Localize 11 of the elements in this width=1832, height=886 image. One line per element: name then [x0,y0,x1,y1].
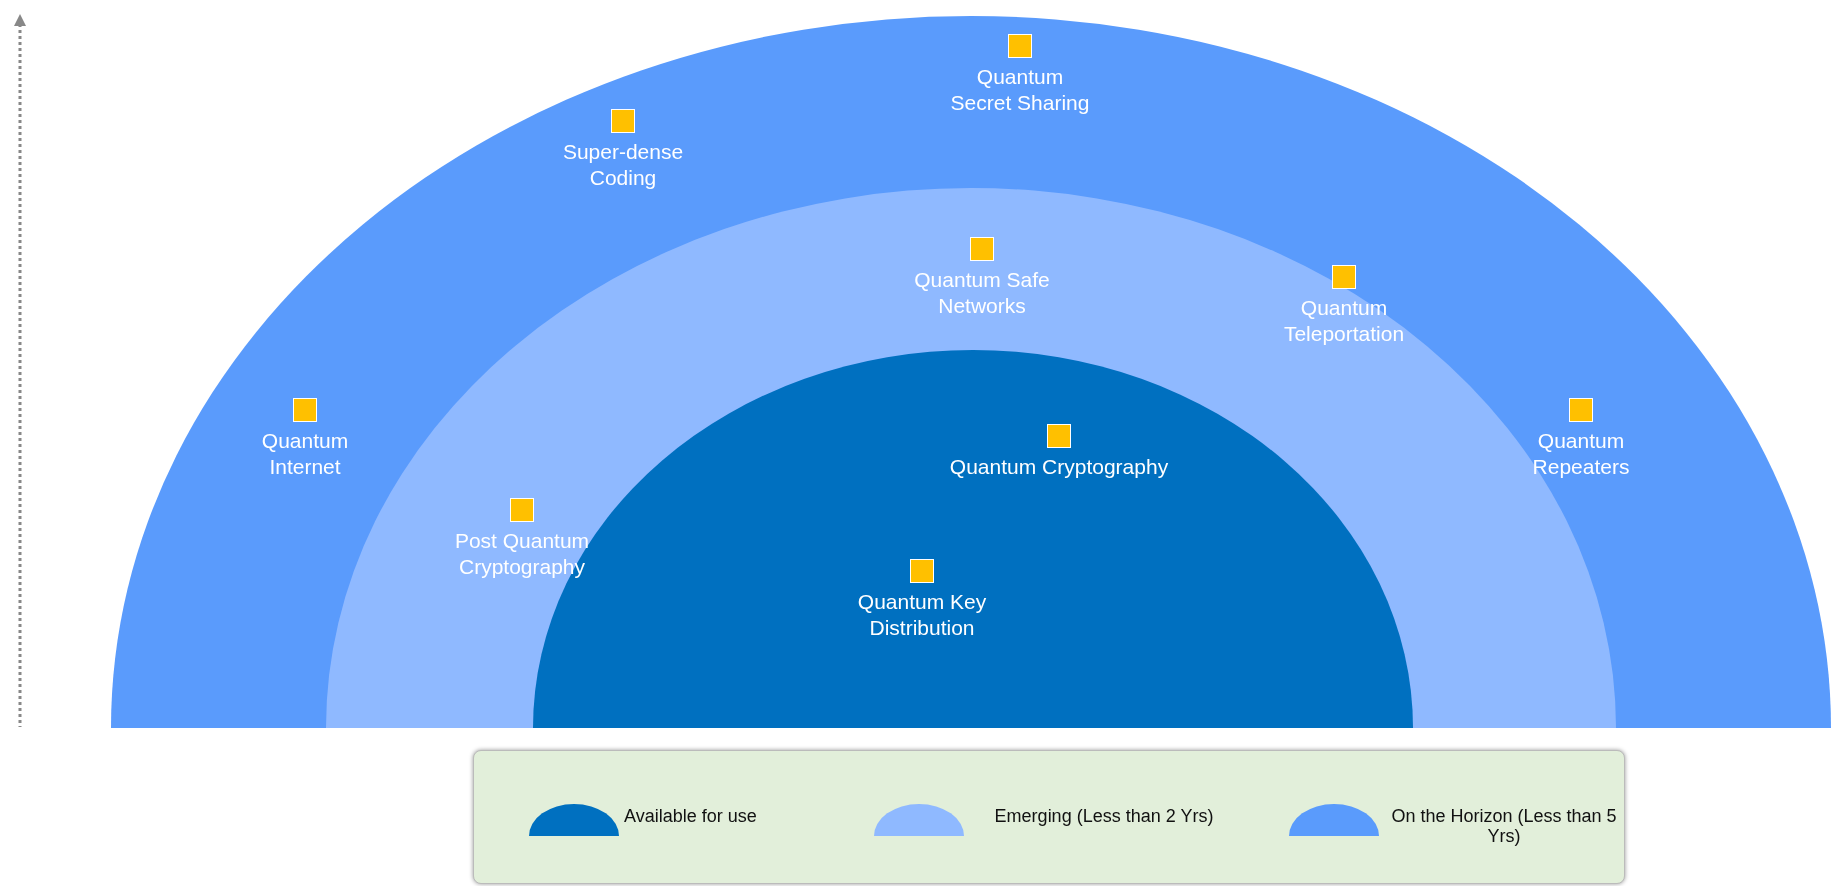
legend-label: Emerging (Less than 2 Yrs) [993,806,1215,826]
legend-label: On the Horizon (Less than 5 Yrs) [1390,806,1618,846]
legend-label: Available for use [624,806,758,826]
technology-label: Quantum Teleportation [1282,295,1406,347]
technology-label: Quantum Secret Sharing [949,64,1091,116]
technology-label: Quantum Repeaters [1531,428,1631,480]
technology-label: Quantum Key Distribution [856,589,988,641]
technology-label: Super-dense Coding [561,139,685,191]
technology-label: Quantum Safe Networks [913,267,1051,319]
technology-label: Quantum Cryptography [948,454,1170,480]
technology-label: Quantum Internet [260,428,350,480]
